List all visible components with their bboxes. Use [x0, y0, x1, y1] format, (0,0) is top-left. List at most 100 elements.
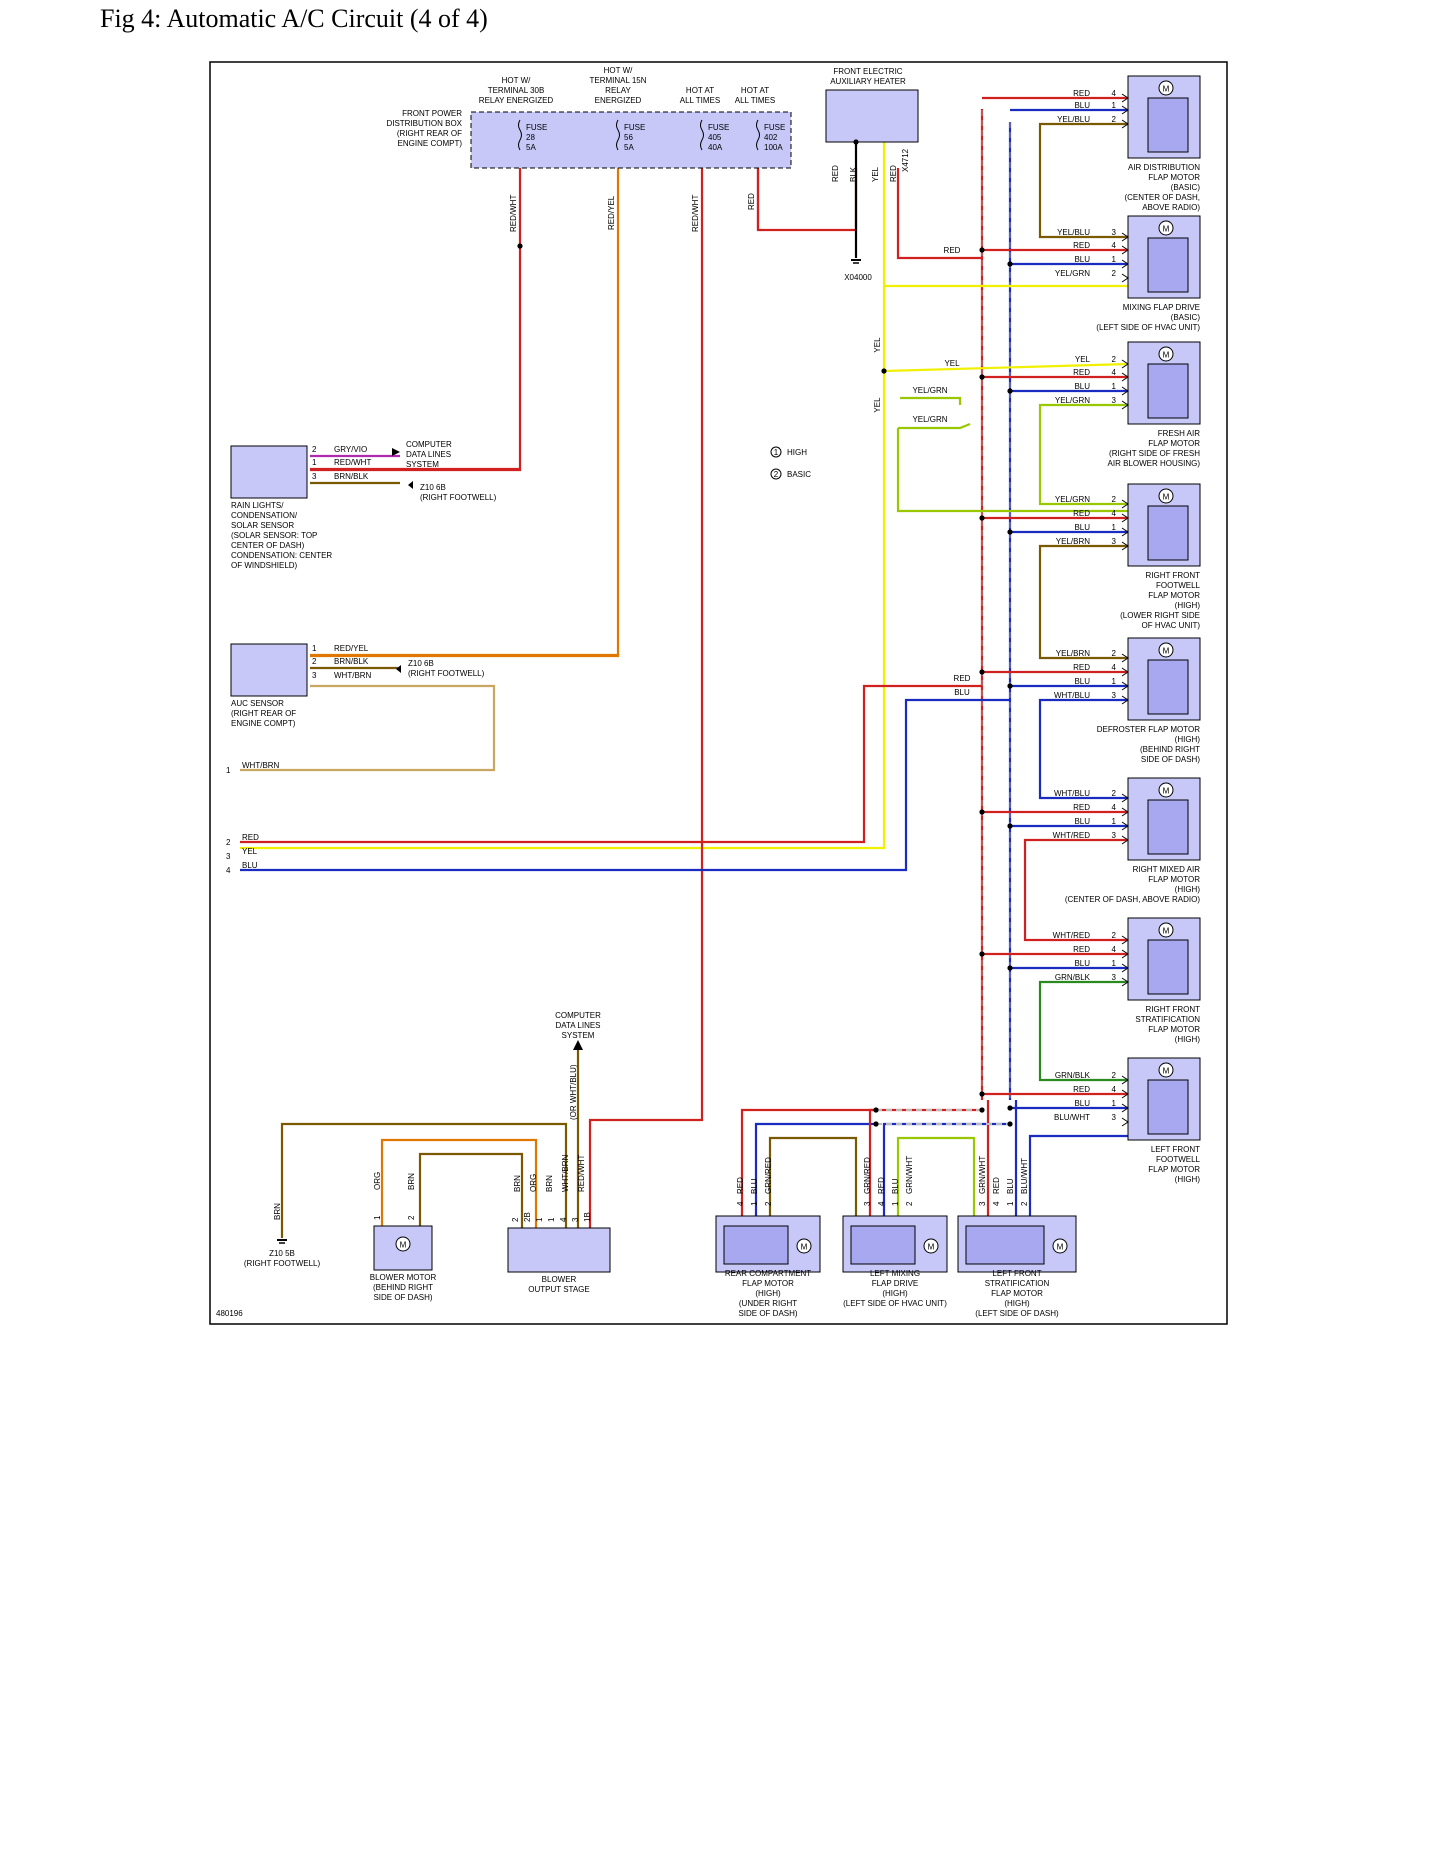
auc-ground-label: (RIGHT FOOTWELL) [408, 669, 485, 678]
connector-pin [1121, 949, 1129, 959]
bottom-motor-name: FLAP MOTOR [742, 1279, 794, 1288]
fuse-label: 100A [764, 143, 783, 152]
wire-color-label: BLU [1074, 101, 1090, 110]
flap-motor-name: AIR BLOWER HOUSING) [1108, 459, 1201, 468]
wire-yel-blu [1038, 122, 1128, 239]
flap-motor-name: MIXING FLAP DRIVE [1123, 303, 1200, 312]
junction-dot [979, 515, 985, 521]
wire-red-main [240, 684, 982, 844]
fuse-label: 56 [624, 133, 633, 142]
arrow-icon [573, 1040, 583, 1050]
wire-rear-blu [754, 1122, 876, 1216]
motor-icon-letter: M [1163, 493, 1170, 502]
blower-pin: 2 [407, 1215, 416, 1220]
junction-dot [873, 1107, 879, 1113]
connector-pin [1121, 93, 1129, 103]
flap-motor-name: (BASIC) [1171, 183, 1201, 192]
rain-light-solar-sensor [230, 445, 308, 499]
stage-pin: 2B [523, 1212, 532, 1222]
wire-color-label: BRN/BLK [334, 657, 369, 666]
wire-red-yel-auc [310, 168, 620, 658]
wire-color-label: YEL/GRN [1055, 396, 1090, 405]
flap-motor-body [1147, 659, 1189, 715]
wire-color-label: RED [1073, 663, 1090, 672]
fuse-header: HOT W/ [502, 76, 532, 85]
wire-color-label: WHT/RED [1053, 931, 1091, 940]
bottom-motor-name: (HIGH) [882, 1289, 908, 1298]
bottom-motor-name: STRATIFICATION [985, 1279, 1050, 1288]
flap-motor-body [1147, 939, 1189, 995]
junction-dot [517, 243, 523, 249]
auc-sensor [230, 643, 308, 697]
junction-dot [1007, 1105, 1013, 1111]
flap-motor-name: SIDE OF DASH) [1141, 755, 1200, 764]
flap-motor-body [1147, 505, 1189, 561]
heater-name: AUXILIARY HEATER [830, 77, 906, 86]
wire-color-label: WHT/RED [1053, 831, 1091, 840]
flap-motor-name: FLAP MOTOR [1148, 439, 1200, 448]
motor-icon-letter: M [1163, 647, 1170, 656]
pin-number: 4 [1112, 509, 1117, 518]
flap-motor-name: FOOTWELL [1156, 581, 1201, 590]
mid-yel-vert-label: YEL [873, 397, 882, 413]
connector-pin [1121, 105, 1129, 115]
motor-icon [1158, 1062, 1174, 1078]
fuse-box-name: DISTRIBUTION BOX [386, 119, 462, 128]
motor-icon [1158, 346, 1174, 362]
flap-motor-name: (HIGH) [1175, 735, 1201, 744]
connector-pin [1121, 835, 1129, 845]
stage-data-lines: COMPUTER [555, 1011, 601, 1020]
fuse-wire-label: RED [747, 193, 756, 210]
wire-red-wht-blower [588, 168, 704, 1240]
pin-number: 2 [1112, 649, 1117, 658]
motor-icon [923, 1238, 939, 1254]
motor-icon-letter: M [1163, 927, 1170, 936]
pin-number: 4 [1112, 1085, 1117, 1094]
motor-icon [796, 1238, 812, 1254]
ground-icon [408, 481, 413, 489]
rain-sensor-name: CONDENSATION/ [231, 511, 298, 520]
bottom-pin: 4 [736, 1201, 745, 1206]
motor-icon [1158, 80, 1174, 96]
connector-pin [1121, 513, 1129, 523]
pin-number: 1 [1112, 959, 1117, 968]
rain-ground-label: (RIGHT FOOTWELL) [420, 493, 497, 502]
connector-pin [1121, 653, 1129, 663]
fuse-wire-label: RED/WHT [509, 195, 518, 232]
fuse-box-name: FRONT POWER [402, 109, 462, 118]
fuse-label: 5A [526, 143, 536, 152]
bottom-pin: 1 [891, 1201, 900, 1206]
wire-yel-fresh [883, 362, 1129, 373]
bottom-motor-name: FLAP DRIVE [872, 1279, 919, 1288]
bottom-pin: 3 [978, 1201, 987, 1206]
figure-title: Fig 4: Automatic A/C Circuit (4 of 4) [100, 4, 488, 33]
blower-motor-name: (BEHIND RIGHT [373, 1283, 433, 1292]
flap-motor-name: FLAP MOTOR [1148, 1165, 1200, 1174]
heater-wire-label: RED [889, 165, 898, 182]
heater-name: FRONT ELECTRIC [833, 67, 902, 76]
pin-number: 3 [1112, 537, 1117, 546]
wire-blu-main [240, 698, 1010, 872]
junction-dot [979, 669, 985, 675]
fuse-box [470, 111, 792, 169]
legend-text: BASIC [787, 470, 811, 479]
wire-grn-red [768, 1136, 858, 1216]
pin-number: 4 [1112, 89, 1117, 98]
pin-number: 3 [1112, 1113, 1117, 1122]
pin-number: 2 [312, 657, 317, 666]
figure-id: 480196 [216, 1309, 243, 1318]
legend-text: HIGH [787, 448, 807, 457]
pin-number: 3 [312, 472, 317, 481]
wire-yel-grn [1038, 403, 1128, 506]
wire-color-label: BLU [1074, 523, 1090, 532]
wire-color-label: GRY/VIO [334, 445, 367, 454]
bottom-wire-label: RED [877, 1177, 886, 1194]
bottom-motor-name: LEFT MIXING [870, 1269, 920, 1278]
flap-motor-name: (HIGH) [1175, 1035, 1201, 1044]
stage-pin: 4 [559, 1217, 568, 1222]
stage-wire-label: ORG [529, 1174, 538, 1192]
wire-color-label: YEL/BRN [1056, 649, 1090, 658]
left-connector-wire: YEL [242, 847, 258, 856]
pin-number: 1 [1112, 817, 1117, 826]
connector-pin [1121, 386, 1129, 396]
